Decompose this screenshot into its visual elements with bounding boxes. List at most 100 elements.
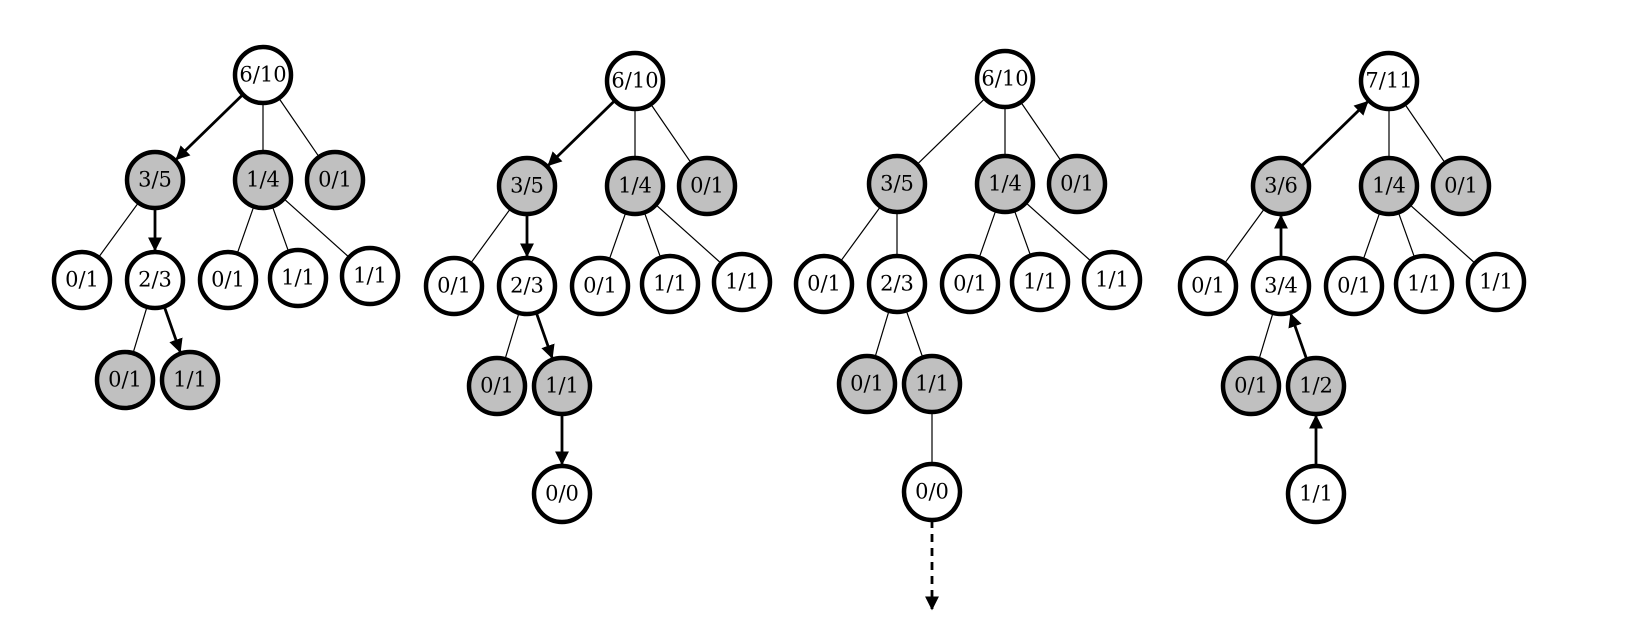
node-circle [901,461,963,523]
node-circle [1009,251,1071,313]
node-label: 3/5 [138,168,172,192]
node-circle [124,149,186,211]
tree-node: 0/1 [423,255,485,317]
node-circle [604,155,666,217]
tree-node: 2/3 [124,249,186,311]
node-circle [1250,155,1312,217]
tree-node: 0/1 [836,353,898,415]
tree-node: 0/1 [466,355,528,417]
node-circle [1465,251,1527,313]
tree-node: 0/1 [676,155,738,217]
node-circle [94,349,156,411]
node-label: 6/10 [981,67,1028,91]
node-label: 1/1 [281,266,315,290]
node-circle [793,253,855,315]
node-label: 1/4 [246,168,280,192]
node-label: 0/1 [953,272,987,296]
tree-node: 0/1 [793,253,855,315]
node-circle [1358,155,1420,217]
node-circle [939,253,1001,315]
tree-node: 1/4 [604,155,666,217]
tree-node: 6/10 [604,50,666,112]
node-label: 0/1 [850,372,884,396]
node-circle [866,153,928,215]
node-label: 1/1 [545,374,579,398]
node-label: 0/1 [318,168,352,192]
edge-a-a1 [841,206,881,261]
edge-root-c [650,103,691,162]
node-label: 0/1 [1337,274,1371,298]
edge-b-b2 [271,206,289,250]
node-circle [676,155,738,217]
edge-a-a1 [99,202,139,257]
edge-b-b3 [283,198,349,257]
edge-a2-a2b [905,310,923,356]
node-circle [901,353,963,415]
edge-b-b1 [237,206,255,252]
node-label: 0/1 [583,274,617,298]
node-circle [1285,463,1347,525]
node-circle [1081,249,1143,311]
node-label: 3/5 [880,172,914,196]
tree-node: 1/1 [1393,253,1455,315]
tree-node: 1/1 [639,253,701,315]
tree-node: 3/4 [1250,255,1312,317]
node-label: 1/1 [1299,482,1333,506]
edge-a-root [1300,100,1369,168]
node-circle [569,255,631,317]
node-label: 1/1 [353,264,387,288]
node-label: 0/1 [211,268,245,292]
node-label: 6/10 [239,63,286,87]
edge-b-b3 [1025,202,1091,261]
tree-node: 1/1 [1009,251,1071,313]
node-label: 1/4 [1372,174,1406,198]
node-label: 0/0 [545,482,579,506]
node-label: 1/1 [725,270,759,294]
node-label: 1/2 [1299,374,1333,398]
tree-node: 0/0 [901,461,963,523]
edge-root-c [1020,101,1061,160]
node-circle [639,253,701,315]
node-circle [1250,255,1312,317]
edge-b-b1 [609,212,627,258]
tree-node: 0/1 [1177,255,1239,317]
node-circle [496,255,558,317]
node-label: 0/1 [1191,274,1225,298]
tree-node: 1/1 [1465,251,1527,313]
edge-b-b2 [1013,210,1031,254]
edge-root-c [1404,103,1445,162]
node-circle [267,247,329,309]
node-label: 0/0 [915,480,949,504]
node-label: 7/11 [1365,69,1412,93]
edge-a2-a2a [875,310,890,356]
edge-b-b3 [1409,204,1475,263]
tree-node: 1/1 [711,251,773,313]
tree-node: 0/1 [939,253,1001,315]
tree-node: 6/10 [974,48,1036,110]
tree-node: 1/4 [1358,155,1420,217]
node-circle [197,249,259,311]
edge-b-b3 [655,204,721,263]
edge-b-b1 [979,210,997,256]
node-circle [423,255,485,317]
tree-node: 1/4 [232,149,294,211]
tree-node: 1/1 [1081,249,1143,311]
node-label: 1/1 [1023,270,1057,294]
node-label: 1/1 [1095,268,1129,292]
tree-node: 6/10 [232,44,294,106]
tree-node: 0/1 [304,149,366,211]
tree-node: 3/6 [1250,155,1312,217]
edge-b-b1 [1363,212,1381,258]
node-circle [232,44,294,106]
tree-node: 0/1 [94,349,156,411]
node-label: 0/1 [437,274,471,298]
edge-a2-a2a [1259,312,1274,358]
tree-node: 3/5 [866,153,928,215]
node-circle [232,149,294,211]
tree-node: 1/2 [1285,355,1347,417]
node-circle [531,463,593,525]
tree-node: 1/1 [901,353,963,415]
